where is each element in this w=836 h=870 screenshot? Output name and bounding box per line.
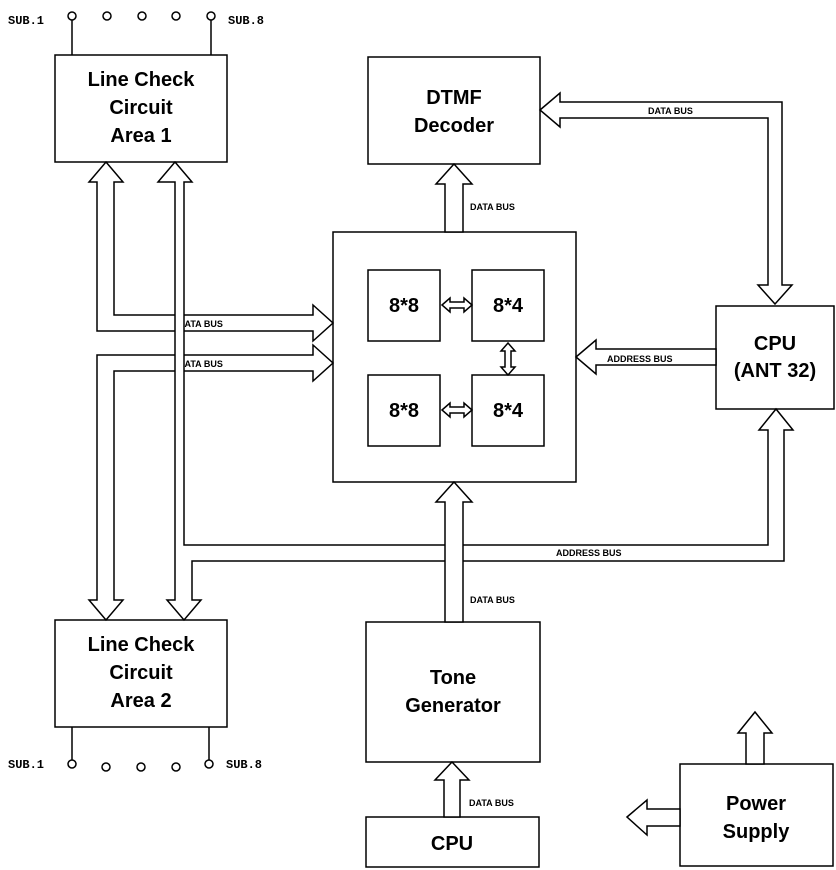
bus-arrow bbox=[435, 762, 469, 817]
bus-label: DATA BUS bbox=[469, 798, 514, 808]
block-label: (ANT 32) bbox=[734, 360, 816, 382]
matrix-label: 8*4 bbox=[493, 400, 524, 422]
power-out-arrow-up bbox=[738, 712, 772, 764]
block-label: Power bbox=[726, 793, 786, 815]
bus-label: DATA BUS bbox=[470, 595, 515, 605]
block-label: Circuit bbox=[109, 97, 173, 119]
bus-label: DATA BUS bbox=[648, 106, 693, 116]
cpu-ant32: CPU (ANT 32) bbox=[716, 306, 834, 409]
matrix-label: 8*4 bbox=[493, 295, 524, 317]
subscriber-pin bbox=[137, 763, 145, 771]
bus-label: ADDRESS BUS bbox=[607, 354, 673, 364]
block-label: CPU bbox=[431, 833, 473, 855]
power-out-arrow-left bbox=[627, 800, 680, 835]
line-check-circuit-area-1: Line Check Circuit Area 1 bbox=[55, 55, 227, 162]
block-label: Tone bbox=[430, 667, 476, 689]
cpu-secondary: CPU bbox=[366, 817, 539, 867]
block-label: Decoder bbox=[414, 115, 494, 137]
subscriber-pin bbox=[172, 763, 180, 771]
matrix-label: 8*8 bbox=[389, 400, 419, 422]
bus-lc1-matrix: DATA BUS bbox=[89, 162, 333, 341]
block-label: CPU bbox=[754, 333, 796, 355]
block-label: Generator bbox=[405, 695, 501, 717]
block-label: Line Check bbox=[88, 634, 196, 656]
bus-arrow bbox=[89, 345, 333, 620]
sub-label-bottom-last: SUB.8 bbox=[226, 758, 262, 772]
subscriber-pin bbox=[103, 12, 111, 20]
sub-label-top-last: SUB.8 bbox=[228, 14, 264, 28]
bus-arrow bbox=[89, 162, 333, 341]
subscriber-pins-bottom: SUB.1 SUB.8 bbox=[8, 727, 262, 772]
bus-label: ADDRESS BUS bbox=[556, 548, 622, 558]
switch-matrix: 8*8 8*4 8*8 8*4 bbox=[333, 232, 576, 482]
bus-cpu-tone: DATA BUS bbox=[435, 762, 514, 817]
block-label: Area 1 bbox=[110, 125, 171, 147]
block-label: Circuit bbox=[109, 662, 173, 684]
block-label: Area 2 bbox=[110, 690, 171, 712]
tone-generator: Tone Generator bbox=[366, 622, 540, 762]
sub-label-top-first: SUB.1 bbox=[8, 14, 44, 28]
dtmf-decoder: DTMF Decoder bbox=[368, 57, 540, 164]
bus-dtmf-cpu: DATA BUS bbox=[540, 93, 792, 304]
subscriber-pin bbox=[172, 12, 180, 20]
subscriber-pins-top: SUB.1 SUB.8 bbox=[8, 12, 264, 55]
subscriber-pin bbox=[68, 760, 76, 768]
block-label: DTMF bbox=[426, 87, 482, 109]
bus-label: DATA BUS bbox=[470, 202, 515, 212]
block-label: Line Check bbox=[88, 69, 196, 91]
subscriber-pin bbox=[102, 763, 110, 771]
bus-lc2-matrix: DATA BUS bbox=[89, 345, 333, 620]
line-check-circuit-area-2: Line Check Circuit Area 2 bbox=[55, 620, 227, 727]
bus-matrix-dtmf: DATA BUS bbox=[436, 164, 515, 232]
block-label: Supply bbox=[723, 821, 791, 843]
bus-arrow bbox=[540, 93, 792, 304]
subscriber-pin bbox=[138, 12, 146, 20]
sub-label-bottom-first: SUB.1 bbox=[8, 758, 44, 772]
bus-arrow bbox=[436, 164, 472, 232]
subscriber-pin bbox=[205, 760, 213, 768]
matrix-label: 8*8 bbox=[389, 295, 419, 317]
subscriber-pin bbox=[68, 12, 76, 20]
subscriber-pin bbox=[207, 12, 215, 20]
bus-cpu-matrix: ADDRESS BUS bbox=[576, 340, 716, 374]
power-supply: Power Supply bbox=[627, 712, 833, 866]
